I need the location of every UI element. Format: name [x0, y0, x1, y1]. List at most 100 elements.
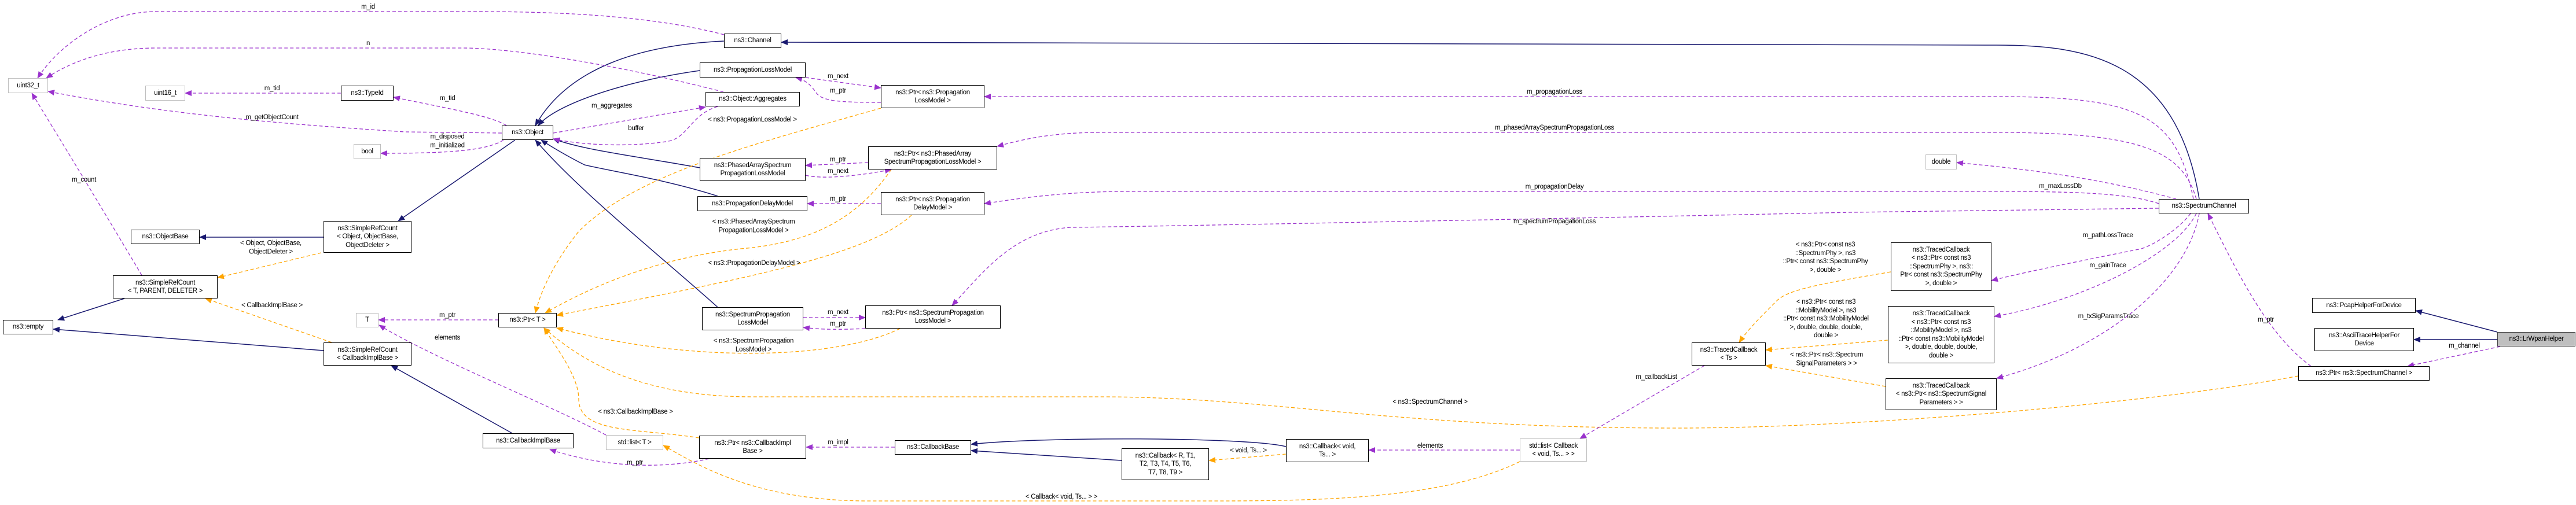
- node-propagationlossmodel[interactable]: ns3::PropagationLossModel: [700, 62, 806, 78]
- edge-m-callbacklist: [1579, 365, 1705, 439]
- node-callbackbase[interactable]: ns3::CallbackBase: [895, 440, 971, 455]
- edge-cib-m-ptr: [549, 448, 710, 466]
- edge-n: [46, 47, 724, 93]
- edge-spectrumprop-inherits-object: [535, 139, 718, 308]
- node-ptr-propagationdelaymodel[interactable]: ns3::Ptr< ns3::Propagation DelayModel >: [881, 192, 984, 215]
- edge-buffer: [553, 106, 718, 146]
- edge-template-simplerefcount-cib: [205, 297, 332, 343]
- edge-label: < ns3::PropagationLossModel >: [708, 116, 797, 123]
- edge-phased-m-next: [805, 168, 892, 178]
- node-typeid[interactable]: ns3::TypeId: [341, 86, 394, 101]
- edge-list-t-elements: [379, 325, 607, 436]
- edge-delaymodel-inherits-object: [541, 139, 718, 197]
- node-uint16-t[interactable]: uint16_t: [145, 86, 185, 101]
- node-object-aggregates[interactable]: ns3::Object::Aggregates: [705, 92, 800, 106]
- edge-label: < ns3::PropagationDelayModel >: [708, 259, 800, 267]
- edge-label: m_impl: [828, 438, 848, 446]
- edge-m-aggregates: [553, 105, 706, 134]
- node-spectrumchannel[interactable]: ns3::SpectrumChannel: [2159, 199, 2249, 213]
- edge-label: < Object, ObjectBase, ObjectDeleter >: [240, 239, 302, 256]
- edge-label: m_tid: [264, 84, 280, 92]
- edge-label: m_aggregates: [591, 102, 632, 109]
- node-ptr-phasedarray[interactable]: ns3::Ptr< ns3::PhasedArray SpectrumPropa…: [868, 146, 997, 169]
- edge-label: m_propagationLoss: [1527, 88, 1582, 95]
- node-double[interactable]: double: [1925, 154, 1957, 169]
- node-asciitracehelperfordevice[interactable]: ns3::AsciiTraceHelperFor Device: [2314, 328, 2414, 351]
- node-callback-template[interactable]: ns3::Callback< R, T1, T2, T3, T4, T5, T6…: [1122, 448, 1209, 480]
- node-ptr-spectrumchannel[interactable]: ns3::Ptr< ns3::SpectrumChannel >: [2298, 366, 2430, 381]
- node-bool[interactable]: bool: [354, 144, 381, 159]
- node-object[interactable]: ns3::Object: [502, 126, 553, 140]
- edge-label: elements: [1417, 442, 1443, 449]
- node-simplerefcount-callbackimplbase[interactable]: ns3::SimpleRefCount < CallbackImplBase >: [324, 342, 411, 366]
- edge-m-spectrumpropagationloss: [951, 208, 2159, 306]
- edge-plm-m-next: [805, 77, 881, 90]
- edge-label: < ns3::Ptr< const ns3 ::MobilityModel >,…: [1783, 298, 1869, 339]
- node-spectrumpropagationlossmodel[interactable]: ns3::SpectrumPropagation LossModel: [702, 307, 803, 330]
- node-ptr-callbackimplbase[interactable]: ns3::Ptr< ns3::CallbackImpl Base >: [699, 436, 806, 459]
- edge-label: m_id: [361, 3, 375, 10]
- edge-label: m_ptr: [439, 311, 455, 319]
- edge-label: < void, Ts... >: [1230, 447, 1267, 454]
- node-tracedcallback-mobilitymodel[interactable]: ns3::TracedCallback < ns3::Ptr< const ns…: [1888, 306, 1994, 363]
- node-t[interactable]: T: [356, 313, 379, 327]
- edge-label: m_next: [828, 167, 848, 175]
- edge-template-traced-mobility: [1765, 340, 1888, 353]
- edge-label: < ns3::SpectrumPropagation LossModel >: [713, 337, 794, 353]
- node-lrwpanhelper[interactable]: ns3::LrWpanHelper: [2497, 332, 2575, 347]
- node-channel[interactable]: ns3::Channel: [724, 34, 781, 48]
- edge-label: elements: [434, 334, 461, 341]
- edge-callback-template-inherits-callbackbase: [971, 448, 1122, 461]
- edge-label: n: [366, 39, 370, 47]
- edge-object-m-tid: [393, 95, 507, 126]
- edge-label: m_ptr: [830, 87, 846, 94]
- edge-template-callback-void: [1208, 454, 1287, 463]
- edge-template-ptr-spectrumchannel: [543, 327, 2299, 429]
- edge-m-phasedarray: [997, 132, 2197, 200]
- edge-m-propagationloss: [984, 94, 2194, 200]
- edge-m-propagationdelay: [984, 191, 2159, 206]
- edge-label: m_channel: [2449, 342, 2480, 349]
- node-pcaphelperfordevice[interactable]: ns3::PcapHelperForDevice: [2312, 298, 2416, 313]
- edge-label: buffer: [628, 124, 644, 132]
- node-ptr-propagationlossmodel[interactable]: ns3::Ptr< ns3::Propagation LossModel >: [881, 85, 984, 108]
- edge-label: m_ptr: [627, 459, 643, 466]
- edge-template-simplerefcount-object: [217, 252, 322, 279]
- node-simplerefcount-template[interactable]: ns3::SimpleRefCount < T, PARENT, DELETER…: [113, 275, 218, 298]
- node-empty[interactable]: ns3::empty: [3, 320, 53, 334]
- edge-splm-m-ptr: [803, 325, 866, 331]
- edge-label: < ns3::SpectrumChannel >: [1392, 398, 1468, 406]
- node-callbackimplbase[interactable]: ns3::CallbackImplBase: [483, 433, 574, 448]
- edge-label: m_ptr: [830, 320, 846, 327]
- edge-template-traced-spectrumphy: [1739, 271, 1891, 343]
- edge-label: m_count: [71, 176, 97, 183]
- node-ptr-t[interactable]: ns3::Ptr< T >: [498, 313, 557, 327]
- edge-m-count: [31, 93, 142, 276]
- edge-label: m_pathLossTrace: [2082, 231, 2133, 239]
- node-ptr-spectrumpropagationlossmodel[interactable]: ns3::Ptr< ns3::SpectrumPropagation LossM…: [865, 305, 1001, 329]
- node-tracedcallback-spectrumphy[interactable]: ns3::TracedCallback < ns3::Ptr< const ns…: [1891, 242, 1991, 291]
- edge-label: m_txSigParamsTrace: [2078, 312, 2139, 320]
- node-std-list-t[interactable]: std::list< T >: [606, 435, 663, 450]
- node-tracedcallback-signalparams[interactable]: ns3::TracedCallback < ns3::Ptr< ns3::Spe…: [1886, 378, 1997, 410]
- edge-label: m_ptr: [830, 156, 846, 163]
- node-tracedcallback-ts[interactable]: ns3::TracedCallback < Ts >: [1692, 342, 1766, 366]
- node-phasedarrayspectrumpropagationlossmodel[interactable]: ns3::PhasedArraySpectrum PropagationLoss…: [700, 158, 806, 181]
- edge-m-channel: [2407, 346, 2501, 368]
- node-uint32-t[interactable]: uint32_t: [8, 78, 48, 93]
- node-propagationdelaymodel[interactable]: ns3::PropagationDelayModel: [697, 196, 807, 211]
- edge-m-getobjectcount: [47, 90, 502, 134]
- node-simplerefcount-object[interactable]: ns3::SimpleRefCount < Object, ObjectBase…: [324, 221, 411, 253]
- edge-ptr-sc-m-ptr: [2207, 213, 2312, 367]
- edge-label: < ns3::Ptr< ns3::Spectrum SignalParamete…: [1789, 351, 1864, 367]
- edge-m-id: [37, 11, 725, 79]
- edge-label: m_getObjectCount: [245, 113, 299, 121]
- edge-template-ptr-splm: [556, 326, 901, 354]
- node-objectbase[interactable]: ns3::ObjectBase: [131, 230, 200, 244]
- edge-label: < CallbackImplBase >: [241, 301, 303, 309]
- edge-template-traced-signalparams: [1765, 363, 1886, 387]
- node-callback-void[interactable]: ns3::Callback< void, Ts... >: [1286, 439, 1369, 462]
- node-std-list-callback[interactable]: std::list< Callback < void, Ts... > >: [1520, 438, 1587, 462]
- edge-channel-inherits-object: [535, 40, 725, 126]
